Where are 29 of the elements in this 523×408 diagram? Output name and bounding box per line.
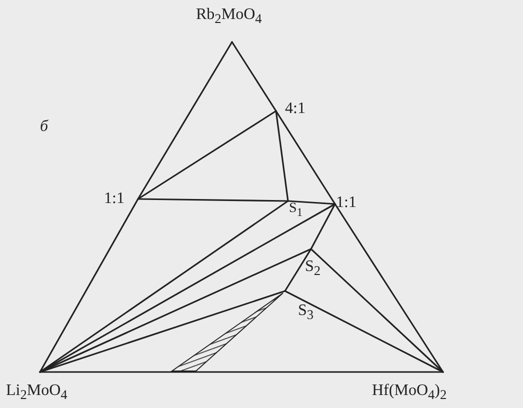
ratio-label: 4:1 — [285, 100, 306, 118]
phase-label: S$_{2}$ — [305, 258, 321, 280]
vertex-label: Hf(MoO$_{4}$)$_{2}$ — [372, 382, 447, 404]
tie-line — [334, 203, 444, 373]
tie-line — [310, 203, 336, 250]
phase-label: S$_{3}$ — [298, 302, 314, 324]
tie-line — [39, 371, 444, 373]
hatched-band — [170, 292, 284, 372]
tie-line — [39, 200, 289, 373]
tie-line — [287, 200, 336, 205]
ratio-label: 1:1 — [104, 190, 124, 208]
ratio-label: 1:1 — [336, 194, 356, 212]
tie-line — [275, 110, 289, 202]
vertex-label: Rb$_{2}$MoO$_{4}$ — [196, 6, 262, 28]
vertex-label: Li$_{2}$MoO$_{4}$ — [6, 382, 68, 404]
tie-line — [137, 110, 277, 200]
tie-line — [284, 248, 312, 292]
tie-line — [284, 290, 444, 373]
tie-line — [39, 203, 336, 373]
tie-line — [275, 110, 336, 205]
tie-line — [310, 248, 444, 373]
tie-line — [39, 290, 286, 373]
phase-label: S$_{1}$ — [289, 201, 303, 220]
tie-line — [39, 198, 139, 373]
tie-line — [231, 41, 277, 112]
tie-line — [39, 248, 312, 373]
tie-line — [137, 41, 233, 200]
panel-letter: б — [40, 118, 48, 136]
tie-line — [137, 198, 289, 202]
